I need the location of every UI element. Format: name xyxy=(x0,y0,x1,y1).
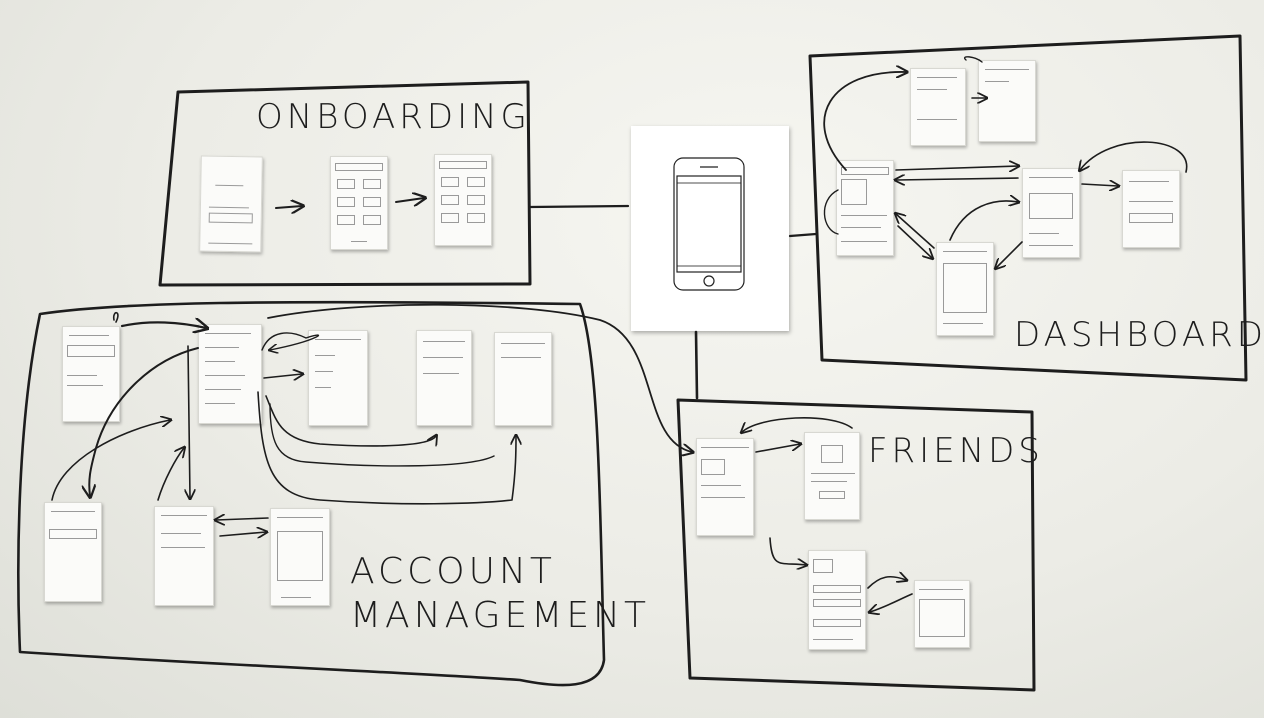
phone-sketch xyxy=(673,157,745,291)
wireframe-card xyxy=(1022,168,1080,258)
wireframe-card xyxy=(330,156,388,250)
wireframe-card xyxy=(1122,170,1180,248)
arrow-acc-loop-4 xyxy=(269,403,495,467)
account-title-line-2: MANAGEMENT xyxy=(350,594,650,636)
arrow-acc-r1 xyxy=(263,374,302,378)
section-title-onboarding: ONBOARDING xyxy=(256,97,531,137)
section-title-dashboard: DASHBOARD xyxy=(1014,315,1264,355)
wireframe-card xyxy=(494,332,552,426)
wireframe-card xyxy=(804,432,860,520)
dashboard-frame xyxy=(808,34,1248,382)
wireframe-card xyxy=(914,580,970,648)
friends-frame xyxy=(676,398,1036,692)
arrow-onb-2 xyxy=(395,198,424,202)
arrow-fri-back xyxy=(742,417,853,432)
wireframe-card xyxy=(270,508,330,606)
arrow-dash-right xyxy=(1081,184,1118,186)
arrow-fri-down xyxy=(769,537,806,565)
wireframe-card xyxy=(308,330,368,426)
onboarding-frame xyxy=(158,80,532,287)
arrow-acc-up-1 xyxy=(51,420,170,501)
phone-template-sheet xyxy=(631,126,789,331)
wireframe-card xyxy=(434,154,492,246)
connector-phone-down xyxy=(694,330,699,400)
arrow-acc-loop-3 xyxy=(257,391,516,505)
arrow-dash-diag xyxy=(996,241,1023,268)
connector-onboarding-phone xyxy=(528,204,630,209)
arrow-dash-top-back xyxy=(963,56,983,63)
arrow-acc-b2 xyxy=(219,532,266,536)
arrow-acc-loop-2 xyxy=(265,395,436,447)
arrow-dash-rightloop xyxy=(1080,141,1188,172)
arrow-fri-r1 xyxy=(867,577,906,589)
wireframe-card xyxy=(808,550,866,650)
connector-phone-dashboard xyxy=(788,232,818,238)
arrow-fri-1 xyxy=(755,444,800,453)
wireframe-card xyxy=(836,160,894,256)
section-title-friends: FRIENDS xyxy=(868,431,1044,471)
arrow-to-friends xyxy=(267,303,692,452)
arrow-dash-mid-2 xyxy=(896,178,1019,180)
arrow-acc-top-b xyxy=(112,311,119,323)
arrow-onb-1 xyxy=(275,206,302,208)
arrow-acc-up-2 xyxy=(157,448,184,501)
arrow-dash-left-loop xyxy=(823,189,839,235)
arrow-dash-down-2 xyxy=(896,214,935,249)
wireframe-card xyxy=(44,502,102,602)
arrow-dash-up xyxy=(949,201,1018,241)
account-frame xyxy=(17,300,606,687)
wireframe-card xyxy=(696,438,754,536)
arrow-acc-loop xyxy=(261,332,319,350)
arrow-dash-loop xyxy=(823,72,906,171)
arrow-acc-b1 xyxy=(216,518,269,520)
wireframe-card xyxy=(910,68,966,146)
wireframe-card xyxy=(154,506,214,606)
wireframe-card xyxy=(416,330,472,426)
arrow-acc-top xyxy=(120,322,206,328)
wireframe-card xyxy=(198,324,262,424)
wireframe-card xyxy=(936,242,994,336)
arrow-dash-down-1 xyxy=(897,225,932,258)
wireframe-card xyxy=(62,326,120,422)
arrow-fri-r2 xyxy=(870,593,913,612)
account-title-line-1: ACCOUNT xyxy=(350,551,556,592)
arrow-dash-mid-1 xyxy=(895,166,1018,170)
section-title-account-management: ACCOUNT MANAGEMENT xyxy=(350,550,650,638)
arrow-acc-left-down xyxy=(89,347,199,496)
arrow-acc-down-1 xyxy=(188,345,190,498)
